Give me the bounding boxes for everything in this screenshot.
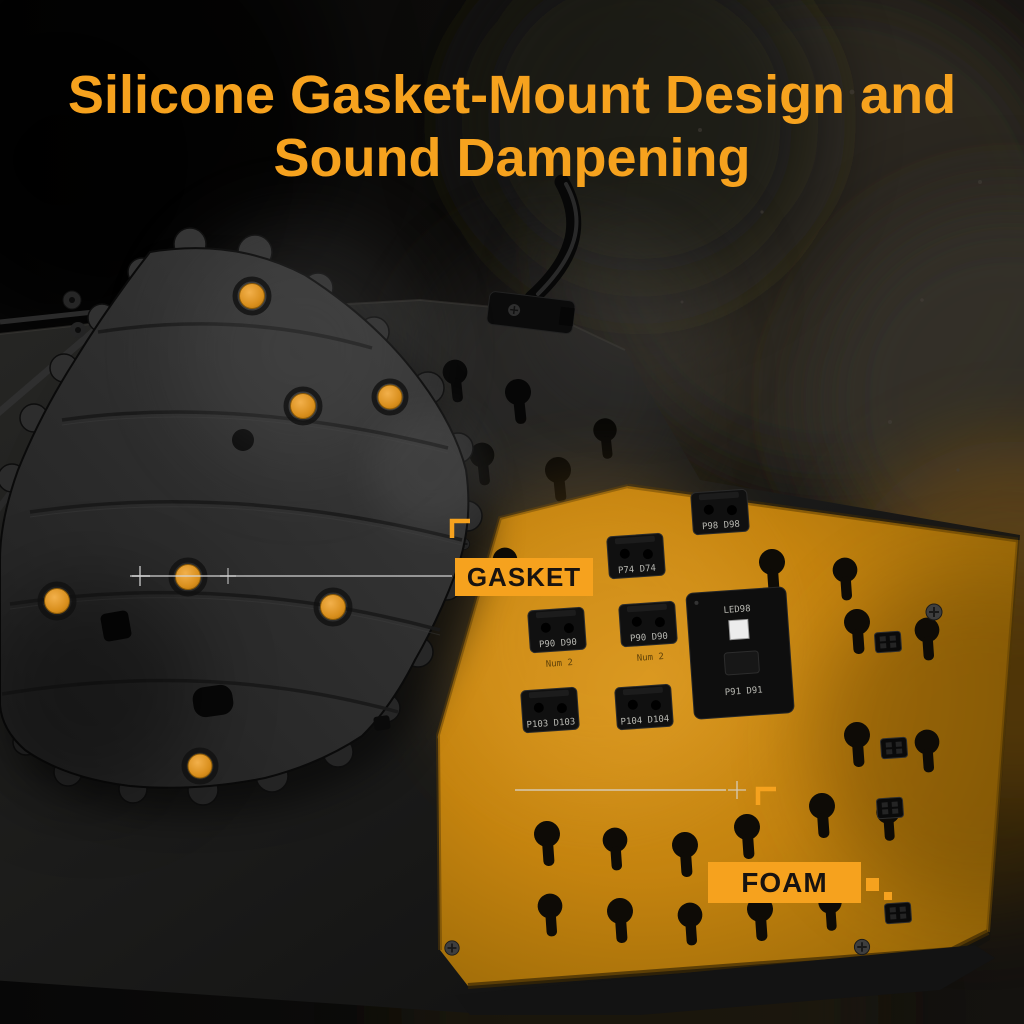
corner-bracket xyxy=(449,518,470,538)
gasket-pad-dot xyxy=(283,386,323,426)
hotswap-socket: P90 D90 Num 2 xyxy=(618,600,678,664)
pcb-key-label: Num 2 xyxy=(637,652,665,664)
gasket-pad-dot xyxy=(168,557,208,597)
gasket-pad-dot xyxy=(371,378,409,416)
screw xyxy=(925,603,943,621)
foam-callout-label: FOAM xyxy=(708,862,861,903)
gasket-pad-dots xyxy=(37,276,409,785)
page-title: Silicone Gasket-Mount Design and Sound D… xyxy=(0,64,1024,189)
title-line-2: Sound Dampening xyxy=(273,127,751,188)
hotswap-socket: P103 D103 xyxy=(520,686,580,734)
corner-bracket xyxy=(755,786,776,805)
annotations xyxy=(129,518,892,900)
pcb-silkscreen-label: P90 D90 xyxy=(539,638,578,651)
bottom-case-edge xyxy=(455,945,995,1015)
gasket-pad-dot xyxy=(37,581,77,621)
pcb-connector xyxy=(883,901,913,925)
screw xyxy=(853,938,871,956)
pcb-silkscreen-label: P104 D104 xyxy=(620,714,669,727)
pcb-silkscreen-label: P74 D74 xyxy=(618,564,657,577)
pcb-silkscreen-label: P90 D90 xyxy=(630,632,669,645)
pcb-connector xyxy=(873,630,903,654)
pcb-silkscreen-label: P91 D91 xyxy=(725,686,764,699)
hotswap-socket: P90 D90 Num 2 xyxy=(527,606,587,670)
hotswap-socket: P104 D104 xyxy=(614,683,674,731)
led-module: LED98 P91 D91 xyxy=(685,586,795,720)
gasket-callout-label: GASKET xyxy=(455,558,593,596)
hotswap-socket: P74 D74 xyxy=(606,532,666,580)
pcb-connector xyxy=(879,736,909,760)
pcb-silkscreen-label: P98 D98 xyxy=(702,520,741,533)
screw xyxy=(443,939,461,957)
usb-cable xyxy=(486,174,582,335)
foam-marker-square xyxy=(866,878,879,891)
pcb-connector xyxy=(875,796,905,820)
hotswap-socket: P98 D98 xyxy=(690,488,750,536)
silicone-gasket-sheet xyxy=(0,227,490,814)
led-silkscreen-label: LED98 xyxy=(723,604,751,616)
gasket-pad-dot xyxy=(232,276,272,316)
led-chip xyxy=(728,618,750,641)
gasket-pad-dot xyxy=(313,587,353,627)
pcb-key-label: Num 2 xyxy=(546,658,574,670)
pcb-silkscreen-label: P103 D103 xyxy=(526,717,575,730)
cable-connector xyxy=(486,291,576,335)
foam-marker-square xyxy=(884,892,892,900)
gasket-pad-dot xyxy=(181,747,219,785)
title-line-1: Silicone Gasket-Mount Design and xyxy=(67,65,957,125)
